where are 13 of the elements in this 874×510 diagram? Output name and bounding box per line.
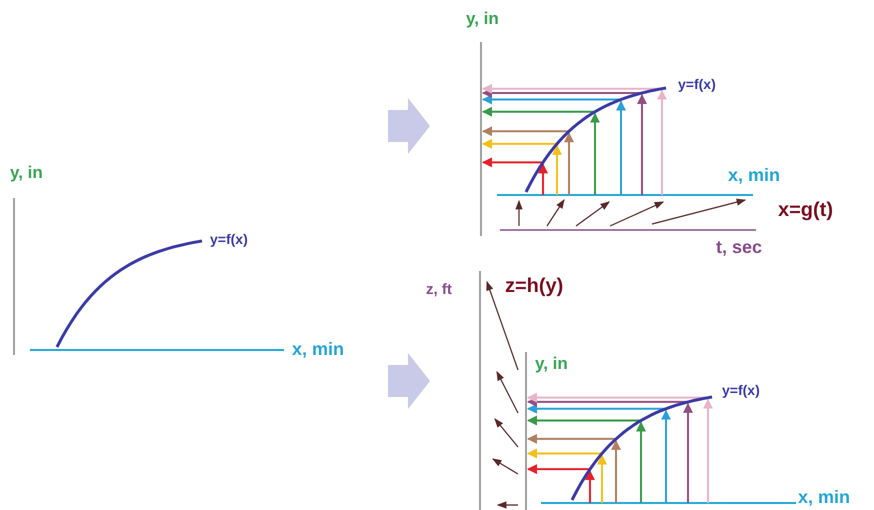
function-label: y=f(x) — [678, 77, 716, 92]
axis-label: y, in — [535, 355, 568, 374]
axis-label: x, min — [728, 166, 780, 186]
function-label: y=f(x) — [210, 232, 248, 248]
function-label: y=f(x) — [722, 383, 760, 398]
function-label: z=h(y) — [505, 275, 564, 297]
function-label: x=g(t) — [778, 199, 833, 221]
axis-label: t, sec — [716, 238, 762, 258]
axis-label: x, min — [798, 488, 850, 508]
axis-label: x, min — [292, 340, 344, 360]
axis-label: y, in — [466, 10, 499, 29]
axis-label: y, in — [10, 164, 43, 183]
axis-label: z, ft — [426, 282, 452, 298]
